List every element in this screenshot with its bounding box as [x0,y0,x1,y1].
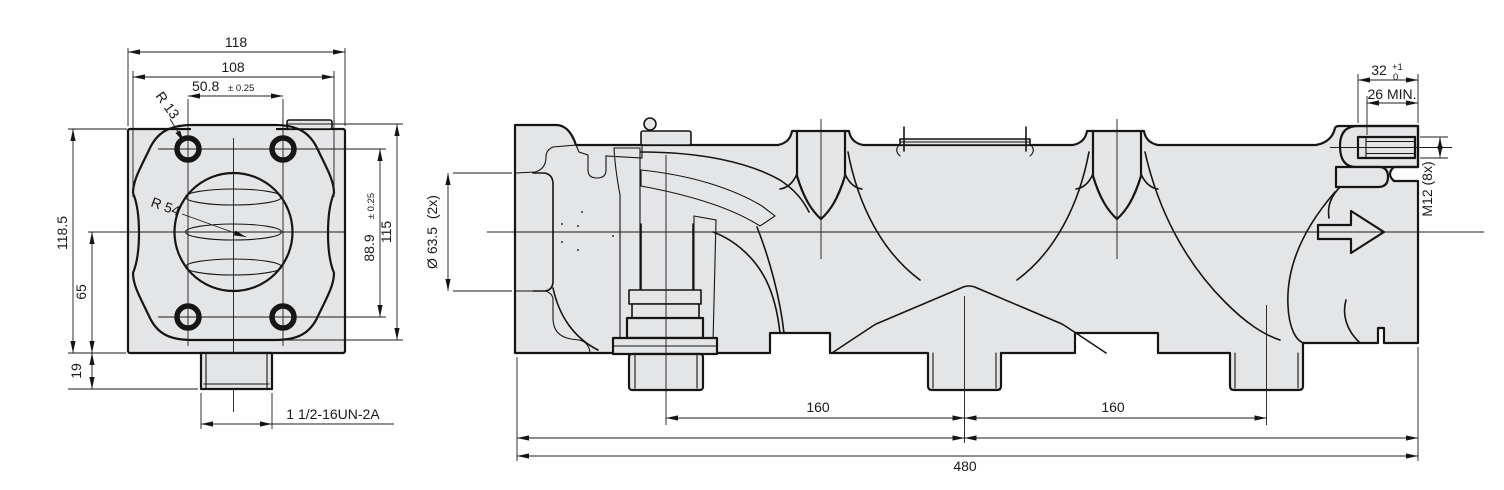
dim-mounting-thread: M12 (8x) [1419,136,1448,217]
top-tab [286,119,333,130]
bleed-cap [640,130,692,146]
dim-body-height: 118.5 [54,128,127,354]
dim-text: 160 [806,399,830,415]
dim-port-thread: 1 1/2-16UN-2A [200,393,394,429]
dim-bolt-spacing-v: 88.9 ± 0.25 [361,149,383,317]
dim-port-bore: Ø 63.5 (2x) [424,172,512,292]
flow-arrow-icon [1316,209,1386,255]
dim-center-to-base: 65 [73,232,95,353]
flange-outline [131,123,336,342]
dim-text: R 13 [153,88,183,122]
bottom-bosses [932,352,1299,389]
flange-top-fill [191,124,276,131]
dim-text: Ø 63.5 (2x) [424,195,440,269]
dim-flange-width: 108 [132,59,335,197]
centerlines-section [487,119,1484,443]
internal-contours [532,151,1361,354]
dim-text: 118.5 [54,216,70,250]
dim-flange-height: 115 [285,123,403,341]
dim-body-width: 118 [127,34,346,126]
bleed-ball [643,117,657,131]
dim-tolerance: ± 0.25 [228,83,254,94]
dim-text: 19 [68,363,84,379]
dim-boss-height: 19 [68,353,198,390]
nameplate-strip [896,126,1034,157]
nose-contour [1327,186,1341,219]
dim-text: 50.8 [192,78,219,94]
dim-text: 118 [225,34,248,50]
dim-port-pitch: 160 160 [666,399,1267,421]
section-view: Ø 63.5 (2x) 32 +1 0 26 MIN. M12 (8x) [424,62,1484,474]
dim-text: 32 [1371,62,1387,78]
front-view: 118 108 50.8 ± 0.25 R 13 R 54 [54,34,403,429]
dim-counterbore-depth: 32 +1 0 [1357,62,1419,123]
dim-text: 480 [953,458,977,474]
port-boss [199,351,274,391]
dim-text: 1 1/2-16UN-2A [286,406,380,422]
dim-text: 115 [378,221,394,244]
dim-bolt-spacing-h: 50.8 ± 0.25 [188,78,283,99]
dim-tolerance: ± 0.25 [366,193,377,219]
dim-text: 65 [73,284,89,300]
groove-nose [1334,165,1390,189]
dim-overall-length: 480 [516,347,1419,474]
body-outline [126,127,347,355]
dim-text: 160 [1101,399,1125,415]
dim-text: M12 (8x) [1419,161,1435,216]
dim-text: 108 [221,59,245,75]
dim-tolerance-minus: 0 [1393,72,1398,83]
dim-thread-depth: 26 MIN. [1366,86,1418,135]
dim-text: 88.9 [361,234,377,261]
dim-tolerance-plus: +1 [1392,62,1403,73]
dim-text: 26 MIN. [1367,86,1416,102]
